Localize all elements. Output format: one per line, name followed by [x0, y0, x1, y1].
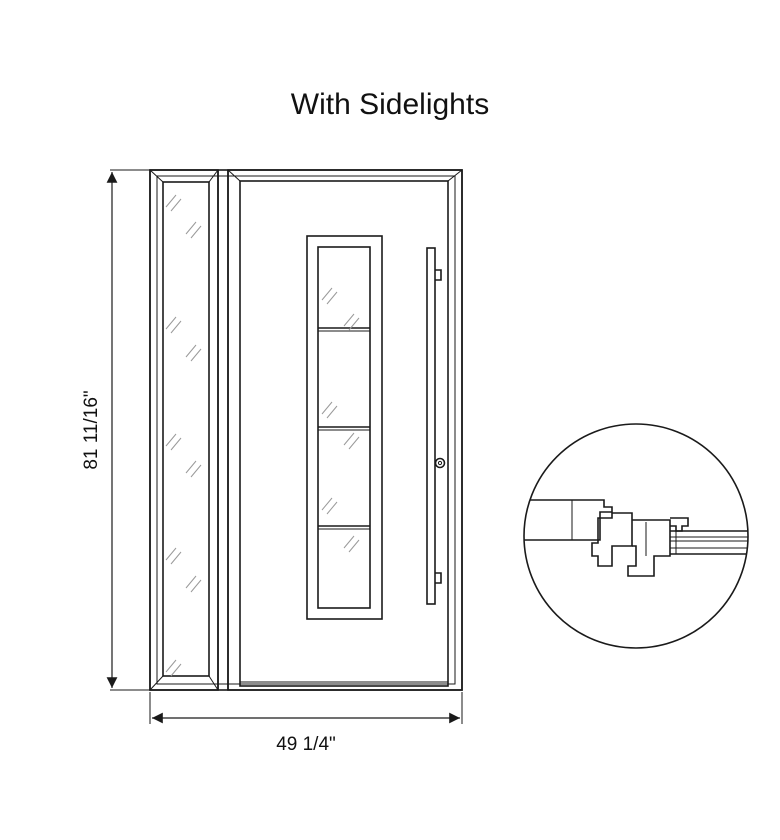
height-label: 81 11/16" [81, 390, 102, 469]
outer-frame [149, 169, 463, 691]
height-dimension: 81 11/16" [81, 169, 150, 691]
page-title: With Sidelights [290, 88, 490, 121]
width-label: 49 1/4" [276, 734, 336, 755]
door-glass-panel [306, 235, 383, 620]
section-detail [523, 423, 749, 649]
mullion [217, 170, 229, 690]
width-dimension: 49 1/4" [149, 692, 463, 755]
glass-hatch-marks [165, 194, 360, 677]
door-leaf [227, 169, 463, 691]
sidelight [149, 169, 219, 691]
door-handle [426, 247, 446, 605]
